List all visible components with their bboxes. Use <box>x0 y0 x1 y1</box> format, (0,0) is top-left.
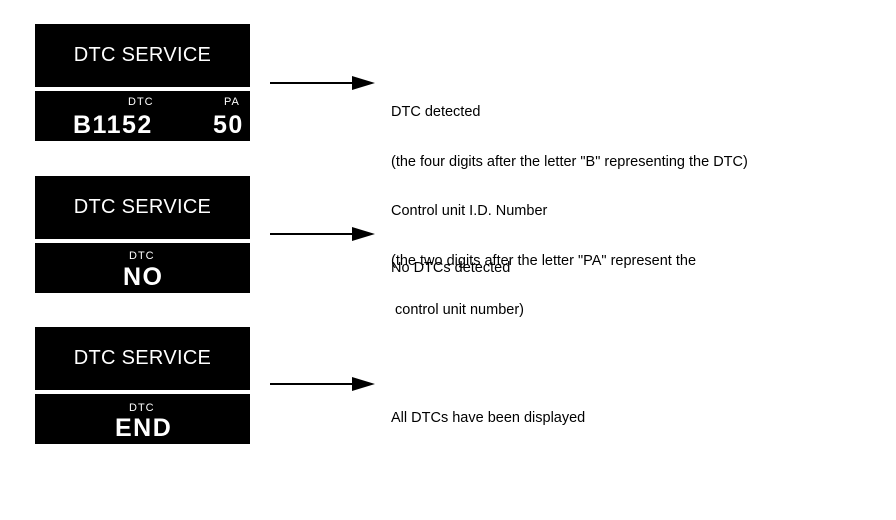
display-panel-no-dtc: DTC SERVICE DTC NO <box>35 176 250 293</box>
note-line: control unit number) <box>391 302 524 318</box>
panel-header: DTC SERVICE <box>35 176 250 239</box>
arrow-icon <box>270 377 375 391</box>
panel-readout: DTC PA B1152 50 <box>35 91 250 141</box>
pa-value: 50 <box>213 111 244 139</box>
arrow-icon <box>270 227 375 241</box>
note-line: DTC detected <box>391 104 481 120</box>
panel-header: DTC SERVICE <box>35 327 250 390</box>
note-no-dtc: No DTCs detected <box>391 227 510 293</box>
display-panel-dtc-end: DTC SERVICE DTC END <box>35 327 250 444</box>
note-line: All DTCs have been displayed <box>391 410 586 426</box>
note-dtc-detected: DTC detected (the four digits after the … <box>391 71 748 335</box>
panel-readout: DTC NO <box>35 243 250 293</box>
dtc-code: END <box>115 414 173 442</box>
dtc-code: NO <box>123 263 164 291</box>
note-all-displayed: All DTCs have been displayed <box>391 377 585 443</box>
display-panel-dtc-detected: DTC SERVICE DTC PA B1152 50 <box>35 24 250 141</box>
panel-title: DTC SERVICE <box>73 347 212 369</box>
arrow-icon <box>270 76 375 90</box>
dtc-code: B1152 <box>73 111 153 139</box>
panel-readout: DTC END <box>35 394 250 444</box>
panel-title: DTC SERVICE <box>73 196 212 218</box>
note-line: No DTCs detected <box>391 260 511 276</box>
panel-header: DTC SERVICE <box>35 24 250 87</box>
dtc-label: DTC <box>129 250 155 262</box>
dtc-label: DTC <box>129 402 155 414</box>
panel-title: DTC SERVICE <box>73 44 212 66</box>
dtc-label: DTC <box>128 96 154 108</box>
note-line: Control unit I.D. Number <box>391 203 548 219</box>
pa-label: PA <box>224 96 240 108</box>
note-line: (the four digits after the letter "B" re… <box>391 153 748 170</box>
note-line: (the two digits after the letter "PA" re… <box>391 252 697 269</box>
